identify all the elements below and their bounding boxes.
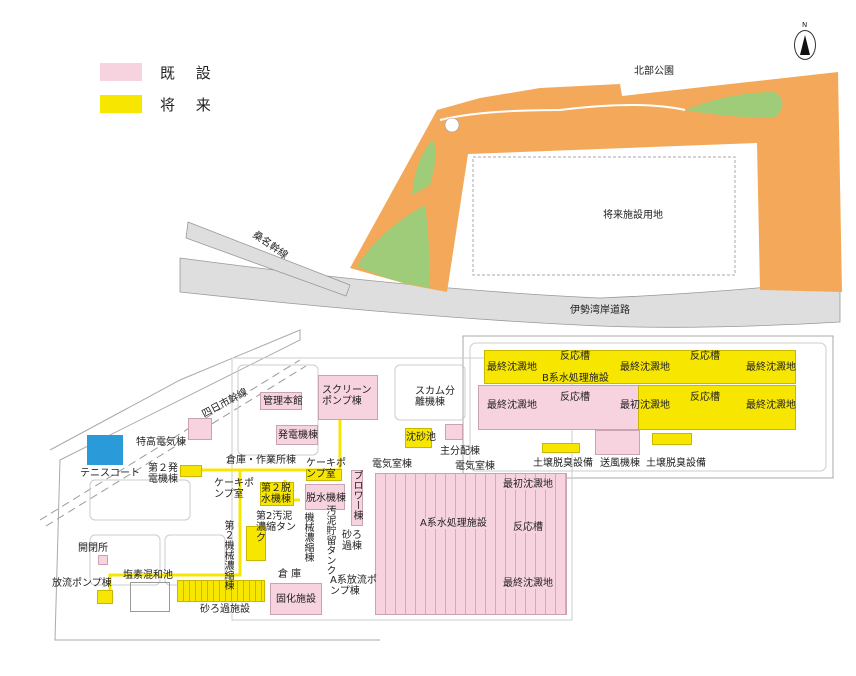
a-primary: 最初沈澱地 [503, 479, 553, 490]
legend-label-existing: 既 設 [160, 64, 219, 82]
isewan-road-label: 伊勢湾岸道路 [570, 305, 630, 316]
admin-box [260, 392, 302, 410]
dewater-box [305, 484, 345, 510]
sand-filter-bldg-label: 砂ろ過棟 [342, 530, 362, 552]
screen-pump-label: スクリーンポンプ棟 [322, 385, 372, 407]
legend-label-future: 将 来 [160, 96, 219, 114]
b-site-boundary [462, 335, 834, 479]
b-final-3: 最終沈澱地 [746, 362, 796, 373]
special-hv-box [188, 418, 212, 440]
a-system-area [375, 473, 567, 615]
admin-label: 管理本館 [263, 396, 303, 407]
chlorine-label: 塩素混和池 [123, 570, 173, 581]
b-final-4: 最終沈澱地 [487, 400, 537, 411]
b-reaction-1: 反応槽 [560, 351, 590, 362]
a-discharge-label: A系放流ポンプ棟 [330, 575, 377, 597]
b-final-2: 最終沈澱地 [620, 362, 670, 373]
b-final-1: 最終沈澱地 [487, 362, 537, 373]
soil-deodor-1: 土壌脱臭設備 [533, 458, 593, 469]
cake-pump-right-box [306, 469, 342, 481]
legend-swatch-existing [100, 63, 142, 81]
tennis-court [87, 435, 123, 465]
thickener2-box [246, 526, 266, 561]
blower-bldg-box [595, 430, 640, 455]
dewater2-box [260, 482, 294, 506]
discharge-pump-label: 放流ポンプ棟 [52, 578, 112, 589]
elec-room-2: 電気室棟 [455, 461, 495, 472]
switch-label: 開閉所 [78, 543, 108, 554]
a-final: 最終沈澱地 [503, 578, 553, 589]
warehouse-workshop-label: 倉庫・作業所棟 [226, 455, 296, 466]
soil-deodor-2-box [652, 433, 692, 445]
dewater-label: 脱水機棟 [306, 493, 346, 504]
kuwana-line-road [185, 221, 351, 297]
cake-pump-left-label: ケーキポンプ室 [214, 478, 254, 500]
scum-label: スカム分離機棟 [415, 386, 455, 408]
b-primary: 最初沈澱地 [620, 400, 670, 411]
blower-bldg: 送風機棟 [600, 458, 640, 469]
grit-label: 沈砂池 [406, 432, 436, 443]
future-site-label: 将来施設用地 [603, 210, 663, 221]
dewater2-label: 第２脱水機棟 [261, 483, 291, 505]
b-final-5: 最終沈澱地 [746, 400, 796, 411]
solidify-label: 固化施設 [276, 594, 316, 605]
generator-label: 発電機棟 [278, 430, 318, 441]
main-dist-box [445, 424, 463, 440]
main-dist-label: 主分配棟 [440, 446, 480, 457]
special-hv-label: 特高電気棟 [136, 437, 186, 448]
main-site-boundary [231, 357, 573, 621]
sand-filter-box [177, 580, 265, 602]
legend-swatch-future [100, 95, 142, 113]
grit-box [405, 428, 432, 448]
sludge-tank2-label: 第2汚泥濃縮タンク [256, 511, 296, 544]
b-reaction-4: 反応槽 [690, 392, 720, 403]
b-system-future-north [484, 350, 796, 384]
generator-box [276, 425, 318, 445]
gen2-label: 第２発電機棟 [148, 463, 178, 485]
b-reaction-3: 反応槽 [560, 392, 590, 403]
warehouse-label: 倉 庫 [278, 569, 302, 580]
b-system-existing [478, 385, 643, 430]
a-system-label: A系水処理施設 [420, 518, 487, 529]
a-reaction: 反応槽 [513, 522, 543, 533]
b-system-future-south [638, 385, 796, 430]
green-area [685, 92, 783, 118]
thickener2-label: 第２機械濃縮棟 [222, 520, 233, 590]
chlorine-basin [130, 582, 170, 612]
gen2-box [180, 465, 202, 477]
switch-box [98, 555, 108, 565]
cake-pump-right-label: ケーキポンプ室 [306, 458, 346, 480]
sludge-store-label: 汚泥貯留タンク [324, 505, 335, 575]
north-park-area [350, 72, 842, 292]
sand-filter-label: 砂ろ過施設 [200, 604, 250, 615]
elec-room-1: 電気室棟 [372, 459, 412, 470]
discharge-pump-box [97, 590, 113, 604]
yokkaichi-line [39, 359, 301, 521]
soil-deodor-2: 土壌脱臭設備 [646, 458, 706, 469]
blower-box [351, 470, 363, 526]
isewan-road [179, 257, 841, 328]
site-boundary [49, 329, 380, 641]
tennis-label: テニスコート [80, 468, 140, 479]
north-arrow-icon [794, 30, 816, 60]
compass-label: N [802, 21, 808, 29]
green-area [412, 140, 436, 195]
future-site-boundary [472, 156, 736, 276]
b-reaction-2: 反応槽 [690, 351, 720, 362]
b-system-label: B系水処理施設 [542, 373, 609, 384]
north-park-label: 北部公園 [634, 66, 674, 77]
solidify-box [270, 583, 322, 615]
screen-pump-box [318, 375, 378, 420]
green-area [357, 205, 430, 288]
soil-deodor-1-box [542, 443, 580, 453]
blower-label: ブロワー棟 [351, 470, 362, 520]
mech-thick-label: 機械濃縮棟 [302, 512, 313, 562]
